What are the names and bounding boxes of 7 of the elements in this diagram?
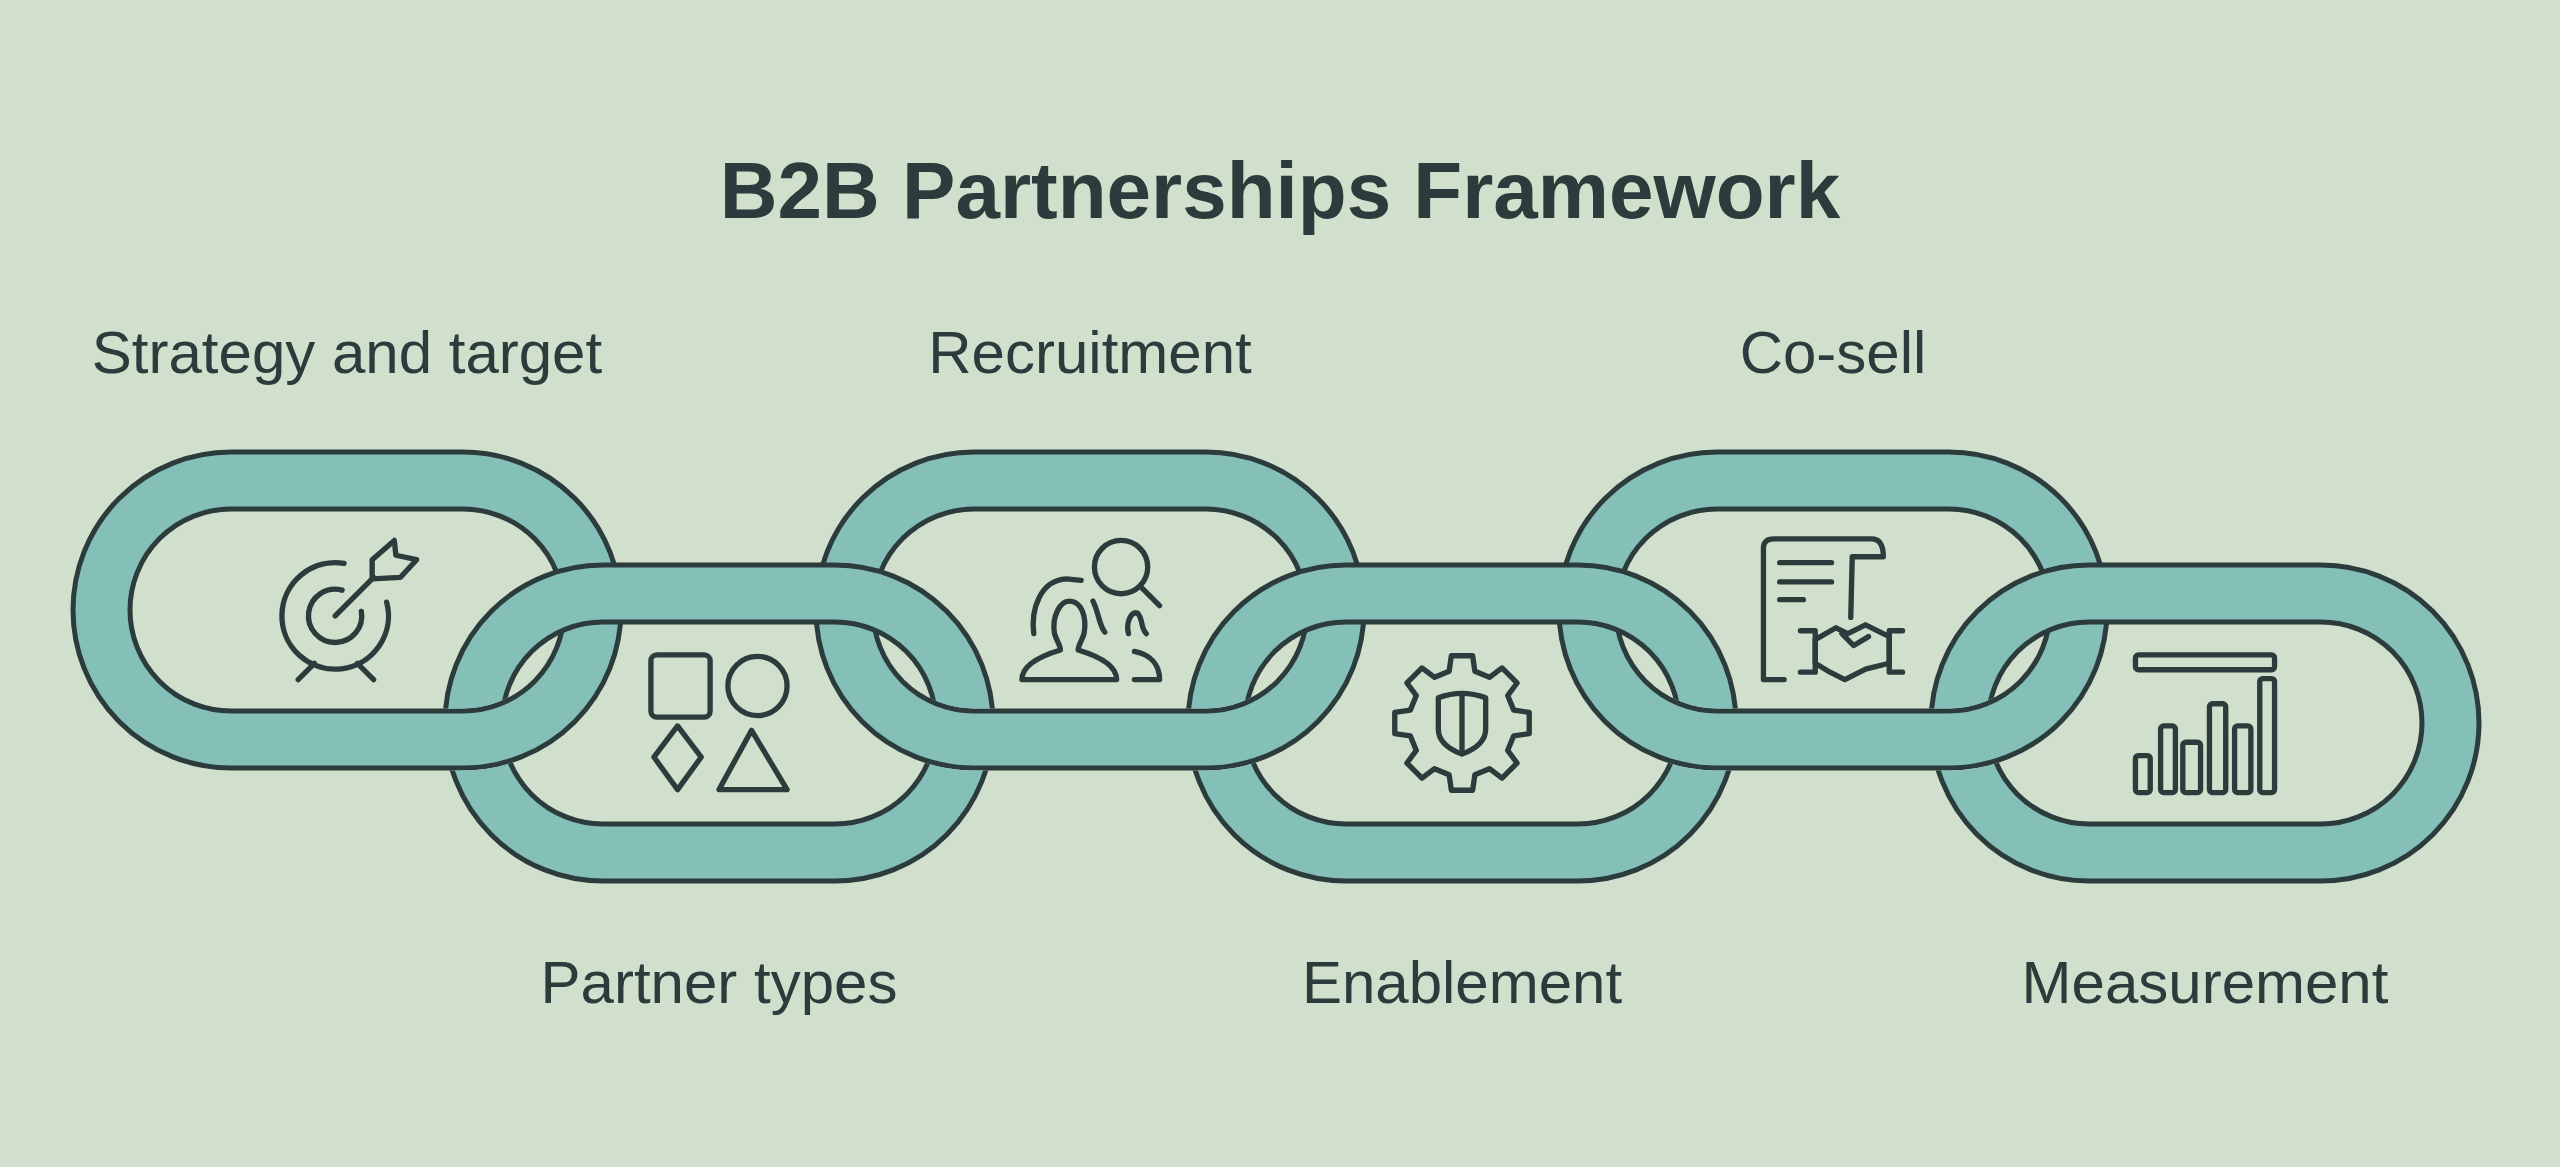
step-label: Measurement — [2021, 948, 2389, 1018]
step-label: Recruitment — [928, 318, 1252, 388]
step-label: Partner types — [540, 948, 898, 1018]
step-label: Co-sell — [1739, 318, 1927, 388]
title: B2B Partnerships Framework — [719, 145, 1841, 237]
step-label: Enablement — [1301, 948, 1623, 1018]
step-label: Strategy and target — [91, 318, 603, 388]
